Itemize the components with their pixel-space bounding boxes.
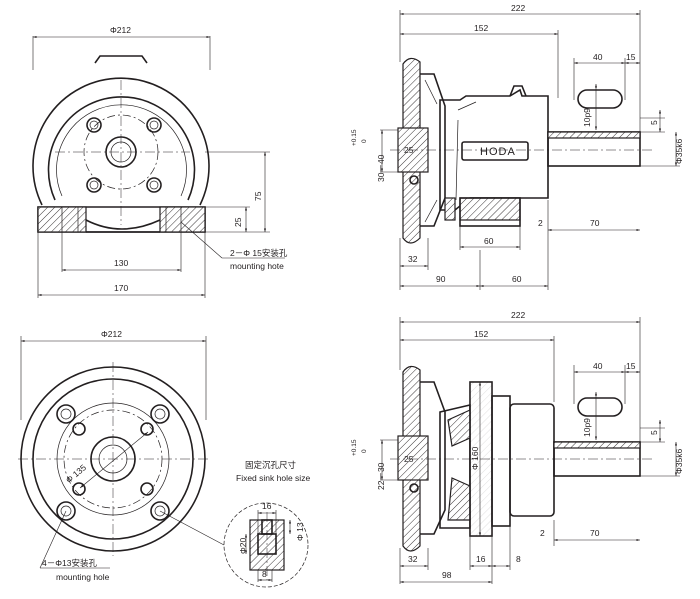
dim-170: 170 (114, 283, 128, 293)
sink-dim-20: Φ20 (238, 537, 248, 554)
hole-note-top: 2－Φ 15安装孔 (230, 248, 288, 258)
dim-15-bottom: 15 (626, 361, 636, 371)
dim-222-bottom: 222 (511, 310, 525, 320)
dim-98: 98 (442, 570, 452, 580)
dim-75: 75 (253, 191, 263, 201)
dim-35k6-bottom: Φ35k6 (674, 449, 684, 474)
dim-15-top: 15 (626, 52, 636, 62)
view-top-left: Φ212 75 25 (32, 25, 288, 298)
dim-130: 130 (114, 258, 128, 268)
view-bottom-left: Φ212 Φ 135 4－Φ13安装孔 mounting hole 固定沉孔尺寸… (18, 329, 310, 588)
dim-35k6-top: Φ35k6 (674, 139, 684, 164)
dim-22-30: 22－30 (376, 462, 386, 490)
tol0-bottom: 0 (361, 449, 368, 453)
view-bottom-right: 222 152 40 15 Φ 160 10p9 5 (351, 310, 684, 584)
dim-25-top: 25 (404, 145, 414, 155)
dim-phi212-bottom: Φ212 (101, 329, 122, 339)
sink-subtitle: Fixed sink hole size (236, 473, 310, 483)
tol0-top: 0 (361, 139, 368, 143)
dim-25-bottom: 25 (404, 454, 414, 464)
sink-dim-13: Φ 13 (295, 522, 305, 541)
dim-10p9-bottom: 10p9 (582, 418, 592, 437)
dim-40-bottom: 40 (593, 361, 603, 371)
hole-note-bottom-en: mounting hole (56, 572, 110, 582)
brand-hoda: HODA (480, 146, 516, 158)
tol-bottom: +0.15 (351, 439, 358, 456)
tol-top: +0.15 (351, 129, 358, 146)
dim-2-bottom: 2 (540, 528, 545, 538)
dim-90-top: 90 (436, 274, 446, 284)
dim-60a-top: 60 (484, 236, 494, 246)
hole-note-top-en: mounting hote (230, 261, 284, 271)
dim-70-top: 70 (590, 218, 600, 228)
bolt-holes-top (86, 117, 162, 193)
dim-16-bottom: 16 (476, 554, 486, 564)
view-top-right: 222 152 40 15 HODA 10p9 (351, 3, 684, 290)
dim-32-bottom: 32 (408, 554, 418, 564)
sink-dim-16: 16 (262, 501, 272, 511)
dim-152-top: 152 (474, 23, 488, 33)
bolt-holes-bottom (56, 404, 170, 521)
dim-70-bottom: 70 (590, 528, 600, 538)
dim-60b-top: 60 (512, 274, 522, 284)
dim-40-top: 40 (593, 52, 603, 62)
dim-phi135: Φ 135 (64, 462, 89, 485)
hole-note-bottom: 4－Φ13安装孔 (42, 558, 97, 568)
dim-30-40: 30－40 (376, 154, 386, 182)
dim-8-bottom: 8 (516, 554, 521, 564)
dim-2-top: 2 (538, 218, 543, 228)
dim-phi212-top: Φ212 (110, 25, 131, 35)
dim-25: 25 (233, 217, 243, 227)
dim-32-top: 32 (408, 254, 418, 264)
dim-phi160: Φ 160 (470, 446, 480, 470)
dim-10p9-top: 10p9 (582, 108, 592, 127)
dim-5-top: 5 (649, 120, 659, 125)
sink-title: 固定沉孔尺寸 (245, 460, 297, 470)
dim-222-top: 222 (511, 3, 525, 13)
dim-152-bottom: 152 (474, 329, 488, 339)
sink-dim-8: 8 (262, 569, 267, 579)
dim-5-bottom: 5 (649, 430, 659, 435)
